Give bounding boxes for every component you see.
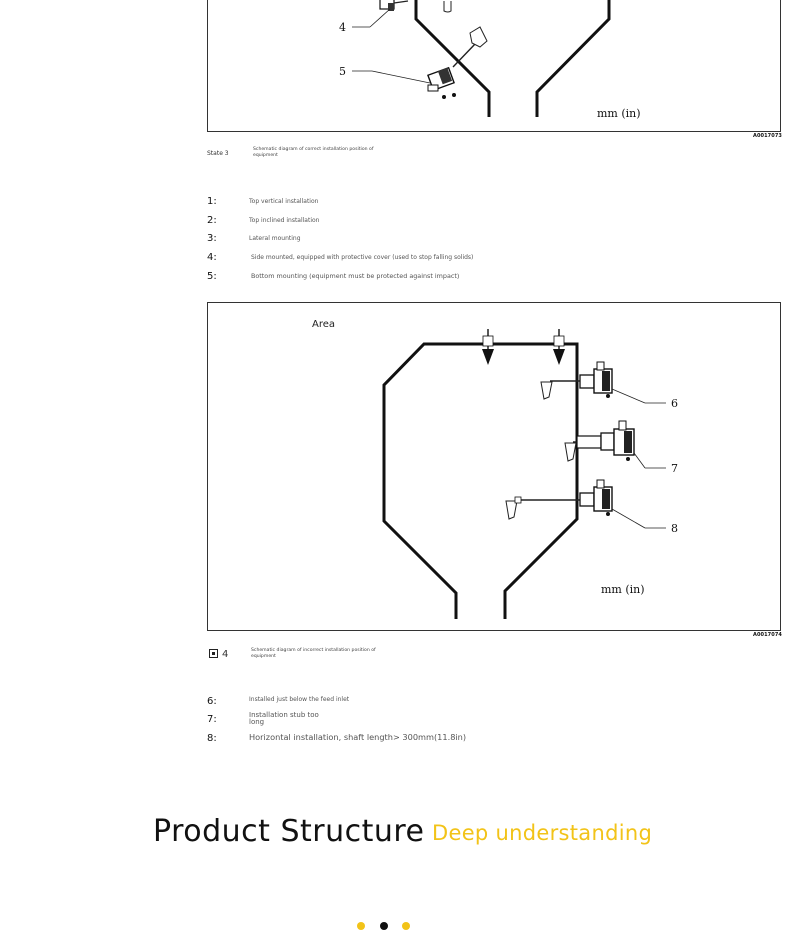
- caption-label-bottom: 4: [222, 649, 229, 660]
- feed-inlet-arrow-left-icon: [482, 329, 494, 365]
- figure-id-bottom: A0017074: [752, 632, 782, 638]
- caption-text-top: Schematic diagram of correct installatio…: [253, 147, 374, 158]
- diagram-correct-installation: 4 5 mm (in): [339, 0, 641, 120]
- label-4: 4: [339, 21, 346, 34]
- device-8-icon: [505, 479, 613, 520]
- unit-label: mm (in): [601, 583, 645, 596]
- figure-incorrect-installation: Area 6 7 8 mm (in): [207, 302, 781, 631]
- caption-text-bottom: Schematic diagram of incorrect installat…: [251, 648, 376, 659]
- label-5: 5: [339, 65, 346, 78]
- diagram-incorrect-installation: Area 6 7 8 mm (in): [312, 319, 678, 619]
- label-7: 7: [671, 462, 678, 475]
- fork-sensor-top: [443, 1, 452, 13]
- section-subtitle: Deep understanding: [432, 821, 653, 845]
- device-4-icon: [379, 0, 409, 11]
- feed-inlet-arrow-right-icon: [553, 329, 565, 365]
- label-8: 8: [671, 522, 678, 535]
- device-6-icon: [540, 361, 613, 400]
- silo-outline: [382, 342, 579, 619]
- section-title: Product Structure: [153, 814, 425, 849]
- figure-correct-installation: 4 5 mm (in): [207, 0, 781, 132]
- silo-wall-left: [414, 0, 491, 117]
- silo-wall-right: [535, 0, 611, 117]
- carousel-dot-3[interactable]: [402, 922, 410, 930]
- carousel-dot-1[interactable]: [357, 922, 365, 930]
- figure-id-top: A0017073: [752, 133, 782, 139]
- unit-label: mm (in): [597, 107, 641, 120]
- carousel-indicator: [357, 922, 417, 931]
- device-7-icon: [564, 420, 635, 462]
- area-label: Area: [312, 319, 335, 330]
- device-5-icon: [427, 26, 488, 99]
- figure-icon: [209, 649, 218, 658]
- caption-label-top: State 3: [207, 150, 229, 157]
- carousel-dot-2[interactable]: [380, 922, 388, 930]
- label-6: 6: [671, 397, 678, 410]
